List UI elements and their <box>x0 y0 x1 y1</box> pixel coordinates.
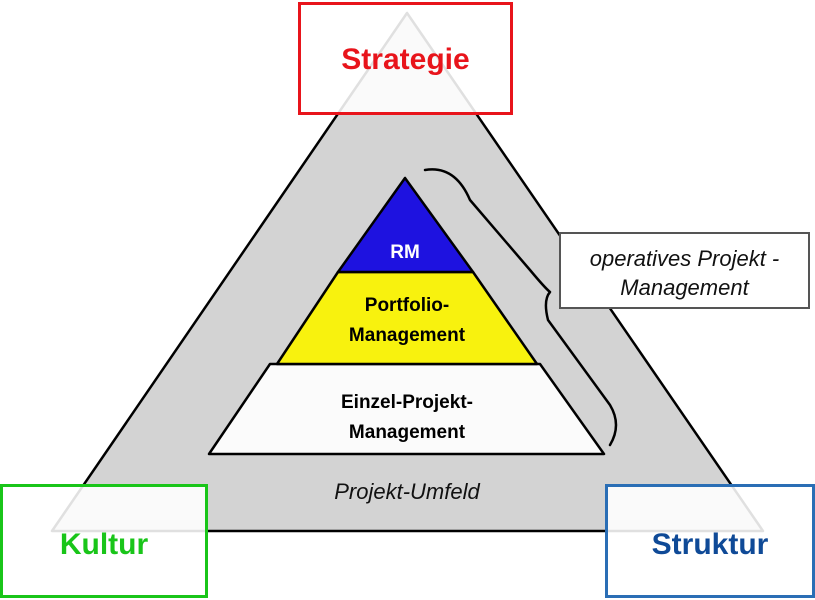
kultur-box: Kultur <box>0 484 208 598</box>
projekt-umfeld-label: Projekt-Umfeld <box>334 479 480 504</box>
kultur-label: Kultur <box>59 528 149 561</box>
rm-label: RM <box>390 242 420 263</box>
operatives-projekt-management-callout: operatives Projekt - Management <box>559 232 810 309</box>
struktur-label: Struktur <box>651 528 769 561</box>
portfolio-label-line2: Management <box>349 325 466 346</box>
operational-brace <box>423 168 618 447</box>
einzel-projekt-label-line2: Management <box>349 422 466 443</box>
strategie-label: Strategie <box>341 43 470 76</box>
portfolio-label-line1: Portfolio- <box>365 295 449 316</box>
struktur-box: Struktur <box>605 484 815 598</box>
strategie-box: Strategie <box>298 2 513 115</box>
pyramid-layer-rm <box>336 176 475 274</box>
callout-text: operatives Projekt - Management <box>589 246 780 300</box>
einzel-projekt-label-line1: Einzel-Projekt- <box>341 392 473 413</box>
